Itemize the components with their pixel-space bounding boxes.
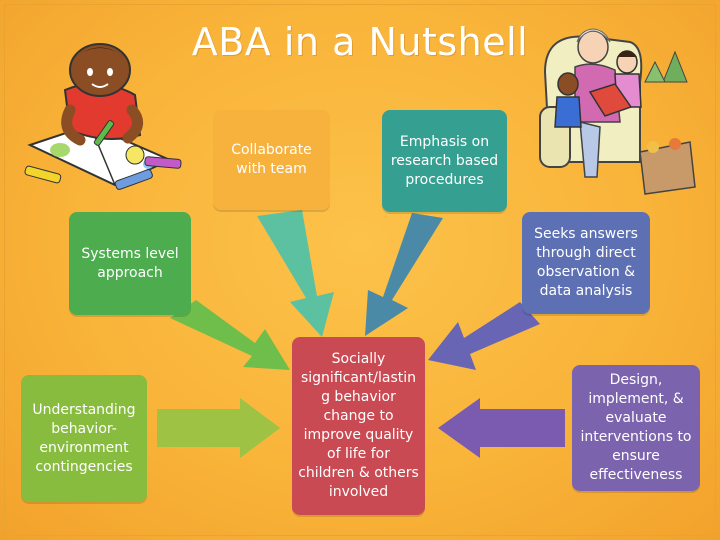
grandmother-reading-picture xyxy=(539,28,696,195)
collaborate-node: Collaborate with team xyxy=(213,110,330,210)
arrow-seeks-to-center xyxy=(428,302,540,370)
design-node: Design, implement, & evaluate interventi… xyxy=(572,365,700,491)
arrow-emphasis-to-center xyxy=(365,213,443,336)
center-node: Socially significant/lastin g behavior c… xyxy=(292,337,425,515)
arrow-collaborate-to-center xyxy=(257,210,334,337)
page-title: ABA in a Nutshell xyxy=(191,20,529,64)
systems-level-node: Systems level approach xyxy=(69,212,191,315)
arrow-systems-to-center xyxy=(170,300,290,370)
arrow-understanding-to-center xyxy=(157,398,280,458)
emphasis-node: Emphasis on research based procedures xyxy=(382,110,507,212)
arrow-design-to-center xyxy=(438,398,565,458)
child-coloring-picture xyxy=(24,43,182,190)
understanding-node: Understanding behavior-environment conti… xyxy=(21,375,147,502)
seeks-answers-node: Seeks answers through direct observation… xyxy=(522,212,650,314)
